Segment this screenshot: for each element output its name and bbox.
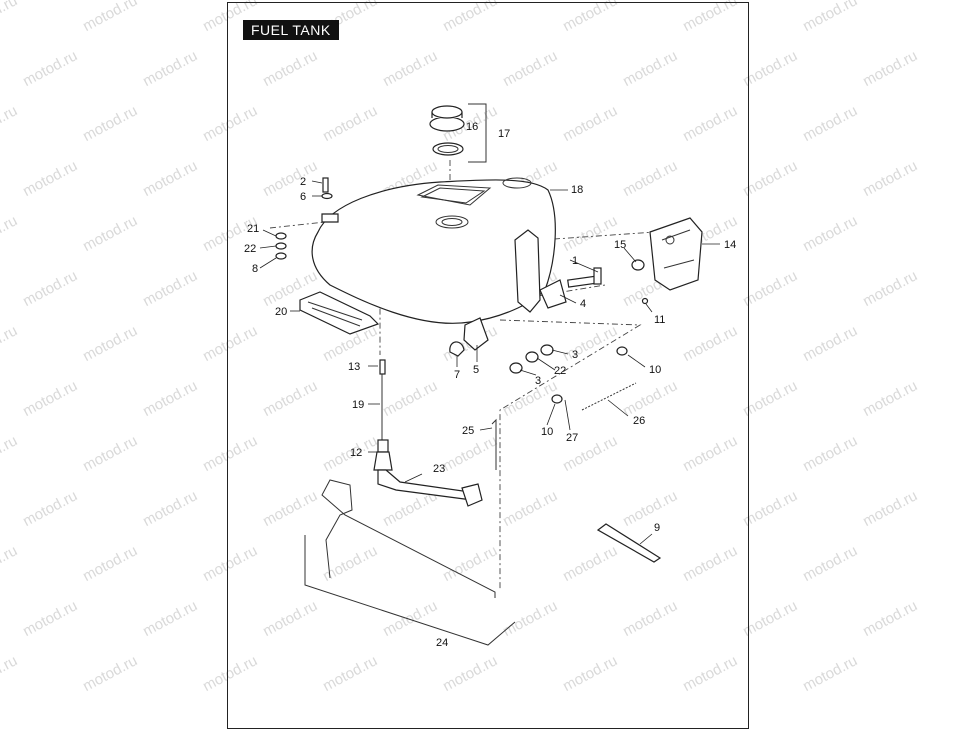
callout-label-c3b: 3 bbox=[535, 375, 541, 387]
leader-lines bbox=[259, 180, 720, 545]
fuel-tank bbox=[311, 177, 556, 351]
callout-label-c22b: 22 bbox=[554, 365, 566, 377]
tank-bolt bbox=[567, 267, 602, 288]
callout-label-c11: 11 bbox=[654, 314, 665, 326]
callout-label-c17: 17 bbox=[498, 128, 510, 140]
callout-label-c14: 14 bbox=[724, 239, 736, 251]
washer-22-right bbox=[525, 351, 539, 363]
callout-label-c18: 18 bbox=[571, 184, 583, 196]
diagram-frame bbox=[227, 2, 749, 729]
callout-label-c9: 9 bbox=[654, 522, 660, 534]
vent-tube bbox=[491, 418, 497, 470]
hose-clamp-lower bbox=[551, 394, 563, 404]
hose-clamp-upper bbox=[616, 346, 628, 356]
tank-emblem bbox=[299, 291, 380, 335]
spacer-3-lower bbox=[509, 362, 523, 374]
bracket-16-17 bbox=[468, 103, 487, 163]
callout-label-c12: 12 bbox=[350, 447, 362, 459]
vent-hose-spring bbox=[581, 382, 637, 411]
callout-label-c22a: 22 bbox=[244, 243, 256, 255]
callout-label-c10b: 10 bbox=[541, 426, 553, 438]
callout-label-c27: 27 bbox=[566, 432, 578, 444]
callout-label-c26: 26 bbox=[633, 415, 645, 427]
nut-21 bbox=[275, 232, 287, 240]
rubber-bumper bbox=[449, 341, 465, 357]
callout-label-c6: 6 bbox=[300, 191, 306, 203]
callout-label-c10a: 10 bbox=[649, 364, 661, 376]
screw-2 bbox=[322, 177, 329, 193]
callout-label-c3a: 3 bbox=[572, 349, 578, 361]
callout-label-c13: 13 bbox=[348, 361, 360, 373]
callout-label-c20: 20 bbox=[275, 306, 287, 318]
tank-mount-bracket bbox=[539, 279, 567, 309]
fuel-line-hose bbox=[558, 350, 622, 397]
callout-label-c23: 23 bbox=[433, 463, 445, 475]
callout-label-c24: 24 bbox=[436, 637, 448, 649]
callout-label-c19: 19 bbox=[352, 399, 364, 411]
nut-15 bbox=[631, 259, 645, 271]
bracket-24 bbox=[304, 535, 516, 646]
callout-label-c7: 7 bbox=[454, 369, 460, 381]
washer-22-left bbox=[275, 242, 287, 250]
assembly-line-bottom bbox=[499, 319, 642, 590]
screw-11 bbox=[641, 297, 649, 305]
callout-label-c21: 21 bbox=[247, 223, 259, 235]
gas-cap-gasket bbox=[432, 142, 464, 156]
washer-6 bbox=[321, 192, 333, 200]
callout-label-c8: 8 bbox=[252, 263, 258, 275]
diagram-title: FUEL TANK bbox=[243, 20, 339, 40]
callout-label-c1: 1 bbox=[572, 255, 578, 267]
tank-strap bbox=[596, 523, 662, 563]
callout-label-c25: 25 bbox=[462, 425, 474, 437]
callout-label-c16: 16 bbox=[466, 121, 478, 133]
washer-8 bbox=[275, 252, 287, 260]
spacer-3-upper bbox=[540, 344, 554, 356]
crossover-tube bbox=[321, 479, 496, 598]
gas-cap bbox=[429, 105, 465, 132]
callout-label-c4: 4 bbox=[580, 298, 586, 310]
callout-label-c5: 5 bbox=[473, 364, 479, 376]
callout-label-c15: 15 bbox=[614, 239, 626, 251]
assembly-line-right bbox=[539, 231, 656, 241]
fuel-valve-assembly bbox=[373, 359, 483, 507]
callout-label-c2: 2 bbox=[300, 176, 306, 188]
instrument-cover bbox=[649, 217, 703, 291]
